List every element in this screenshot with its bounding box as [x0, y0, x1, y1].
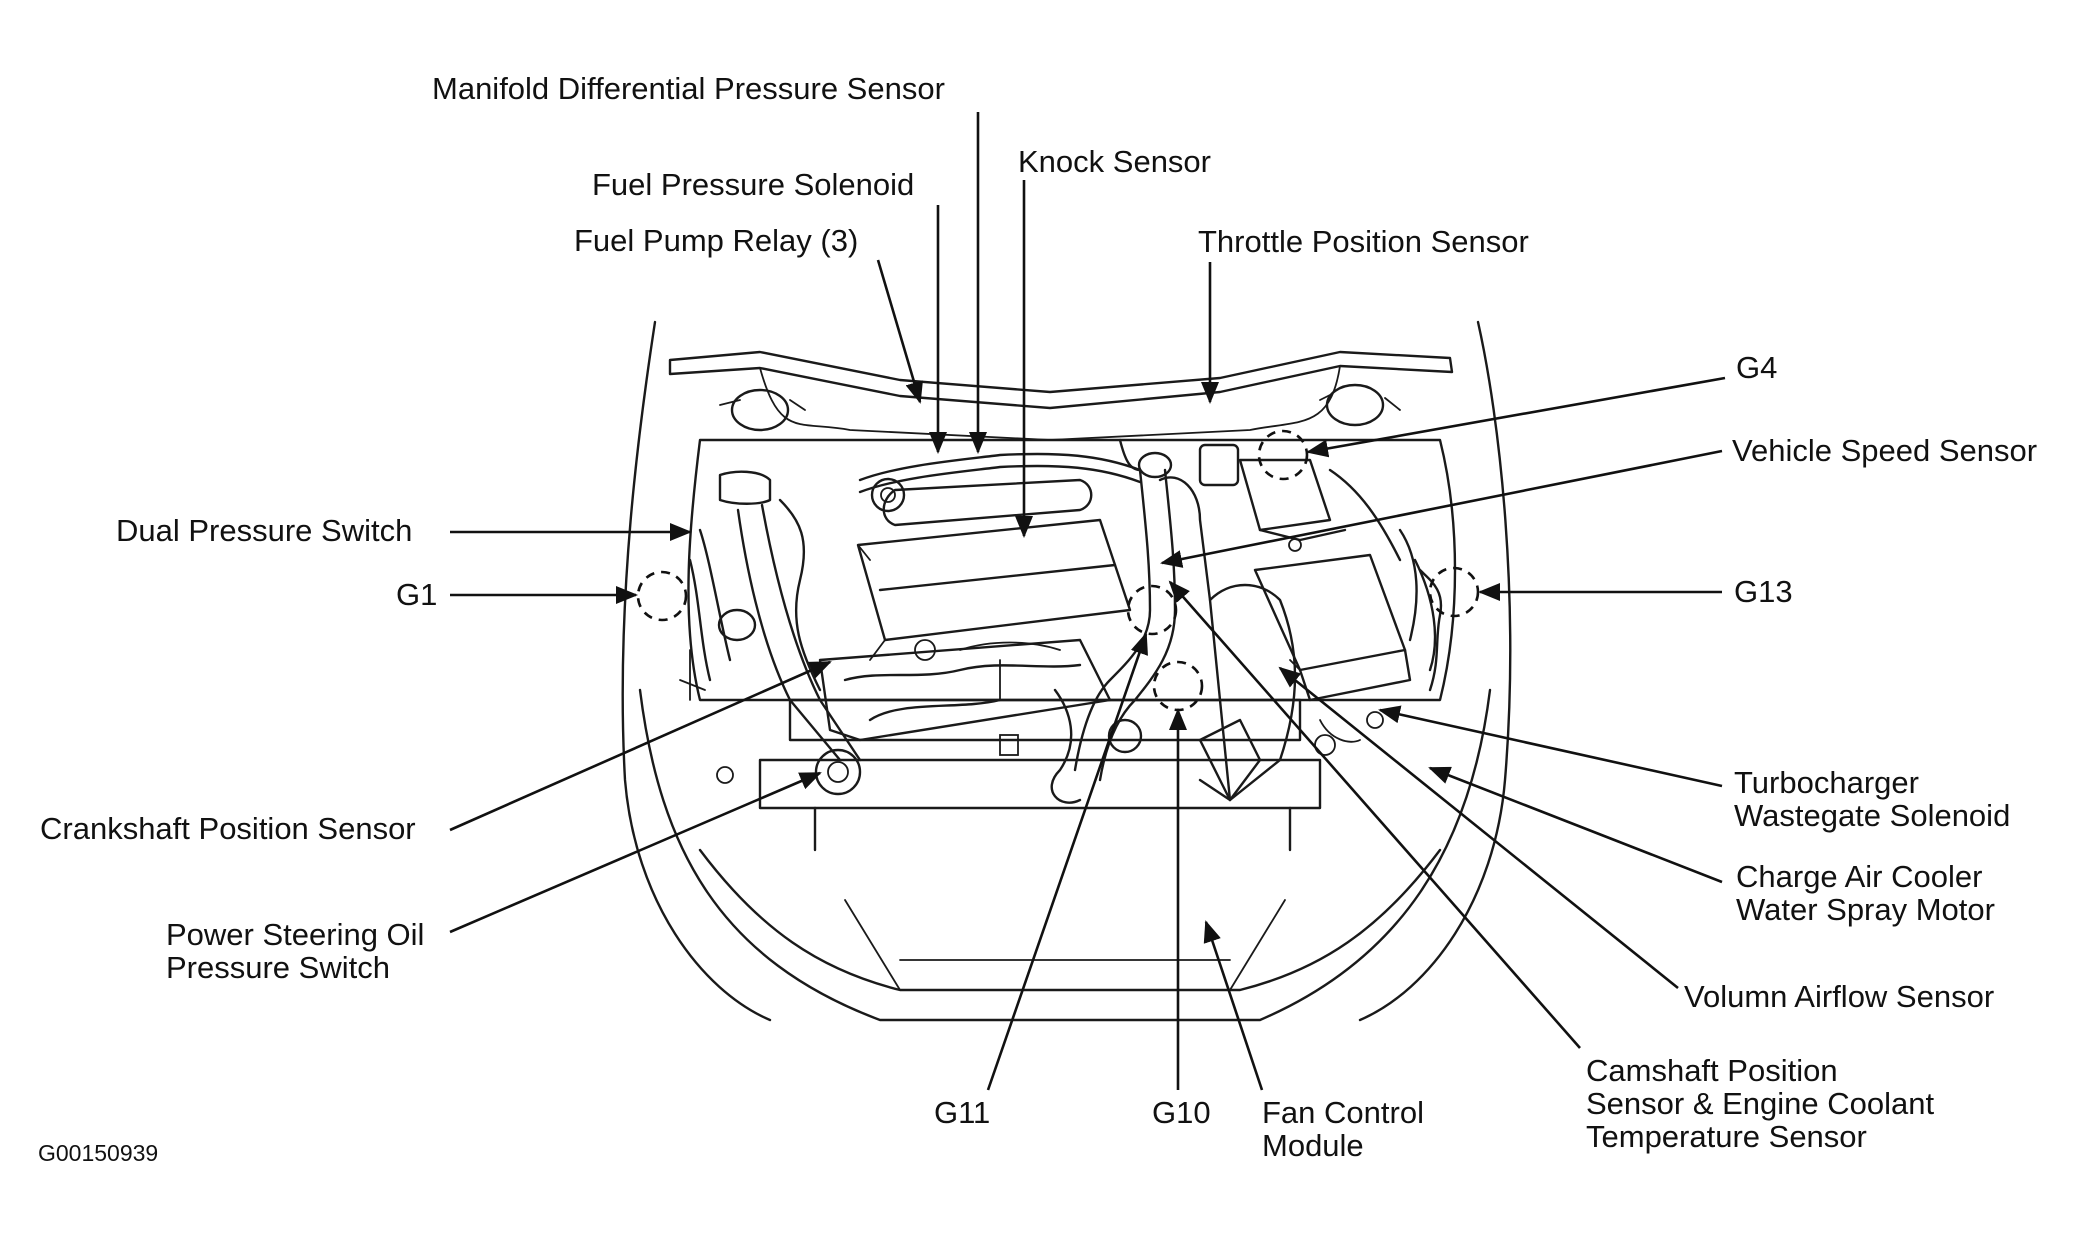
charge-air-label-line2: Water Spray Motor: [1736, 892, 1995, 927]
g10-location-marker: [1152, 660, 1204, 712]
fuel-pump-relay-label: Fuel Pump Relay (3): [574, 223, 859, 258]
power-steering-oil-pressure-switch-label: Power Steering Oil Pressure Switch: [166, 918, 424, 984]
g11-label: G11: [934, 1095, 991, 1130]
turbocharger-label-line1: Turbocharger: [1734, 765, 1919, 800]
g1-label: G1: [396, 577, 438, 612]
power-steering-switch-leader: [449, 771, 822, 934]
g10-label: G10: [1152, 1095, 1211, 1130]
camshaft-label-line1: Camshaft Position: [1586, 1053, 1838, 1088]
volumn-airflow-sensor-label: Volumn Airflow Sensor: [1684, 979, 1995, 1014]
camshaft-label-line2: Sensor & Engine Coolant: [1586, 1086, 1935, 1121]
g4-label: G4: [1736, 350, 1778, 385]
g1-location-marker: [636, 570, 688, 622]
throttle-position-sensor-label: Throttle Position Sensor: [1198, 224, 1529, 259]
camshaft-position-sensor-label: Camshaft Position Sensor & Engine Coolan…: [1586, 1054, 1934, 1153]
fan-control-module-label: Fan Control Module: [1262, 1096, 1424, 1162]
vehicle-speed-sensor-label: Vehicle Speed Sensor: [1732, 433, 2038, 468]
knock-sensor-label: Knock Sensor: [1018, 144, 1211, 179]
camshaft-position-sensor-leader: [1168, 580, 1581, 1049]
fan-control-module-leader: [1203, 920, 1264, 1091]
vehicle-speed-sensor-leader: [1160, 449, 1723, 568]
turbocharger-leader: [1378, 705, 1723, 788]
camshaft-label-line3: Temperature Sensor: [1586, 1119, 1867, 1154]
figure-code: G00150939: [38, 1140, 159, 1166]
turbocharger-label-line2: Wastegate Solenoid: [1734, 798, 2011, 833]
g13-label: G13: [1734, 574, 1793, 609]
fuel-pump-relay-leader: [876, 259, 923, 404]
charge-air-label-line1: Charge Air Cooler: [1736, 859, 1983, 894]
leader-lines: [449, 112, 1726, 1091]
crankshaft-position-sensor-leader: [449, 660, 832, 832]
fuel-pressure-solenoid-label: Fuel Pressure Solenoid: [592, 167, 915, 202]
g4-location-marker: [1257, 429, 1309, 481]
turbocharger-wastegate-solenoid-label: Turbocharger Wastegate Solenoid: [1734, 766, 2010, 832]
dual-pressure-switch-label: Dual Pressure Switch: [116, 513, 413, 548]
g4-leader: [1306, 376, 1726, 458]
volumn-airflow-sensor-leader: [1278, 666, 1679, 990]
map-sensor-label: Manifold Differential Pressure Sensor: [432, 71, 945, 106]
engine-bay-illustration: [621, 320, 1512, 1022]
g11-location-marker: [1126, 584, 1178, 636]
charge-air-cooler-leader: [1428, 766, 1723, 884]
g11-leader: [986, 632, 1148, 1091]
fan-control-label-line1: Fan Control: [1262, 1095, 1424, 1130]
charge-air-cooler-label: Charge Air Cooler Water Spray Motor: [1736, 860, 1995, 926]
power-steering-label-line2: Pressure Switch: [166, 950, 390, 985]
crankshaft-position-sensor-label: Crankshaft Position Sensor: [40, 811, 416, 846]
fan-control-label-line2: Module: [1262, 1128, 1364, 1163]
power-steering-label-line1: Power Steering Oil: [166, 917, 425, 952]
